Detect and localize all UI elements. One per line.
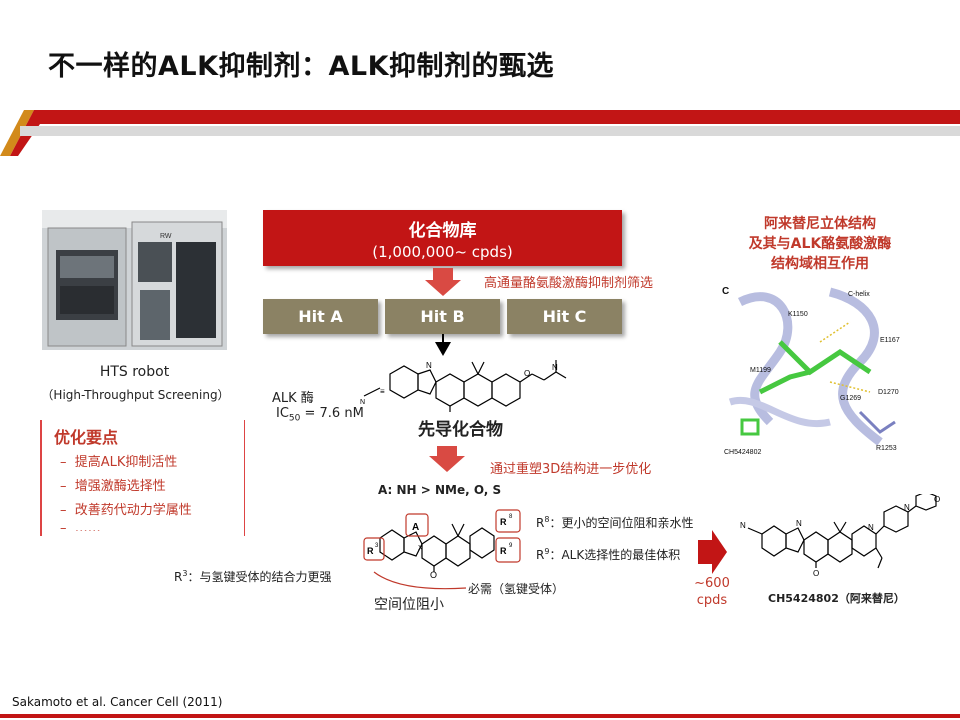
svg-text:R: R xyxy=(500,546,507,556)
compound-library-box: 化合物库 (1,000,000~ cpds) xyxy=(263,210,622,266)
svg-text:N: N xyxy=(904,503,910,512)
header-band xyxy=(0,110,960,156)
svg-text:R1253: R1253 xyxy=(876,445,897,452)
svg-text:N: N xyxy=(868,523,874,532)
svg-text:9: 9 xyxy=(509,543,513,549)
lead-compound-structure: ≡ N N O N xyxy=(360,360,567,412)
svg-text:R: R xyxy=(367,546,374,556)
library-subtitle: (1,000,000~ cpds) xyxy=(372,243,513,261)
hts-robot-photo: RW xyxy=(42,210,227,350)
svg-text:RW: RW xyxy=(160,233,172,240)
svg-text:N: N xyxy=(740,521,746,530)
optimization-item: – 提高ALK抑制活性 xyxy=(60,455,178,470)
structure-title: 阿来替尼立体结构 及其与ALK酪氨酸激酶 结构域相互作用 xyxy=(748,216,892,272)
optimize-note: 通过重塑3D结构进一步优化 xyxy=(490,462,652,477)
svg-text:O: O xyxy=(934,495,940,504)
right-arrow-icon xyxy=(698,530,727,574)
protein-structure-image: C K1150 C-helix E1167 M1199 G1269 D1270 … xyxy=(720,282,910,462)
required-note: 必需（氢键受体） xyxy=(468,582,565,596)
svg-text:K1150: K1150 xyxy=(788,311,808,318)
svg-text:N: N xyxy=(552,363,558,372)
alk-enzyme-label: ALK 酶 xyxy=(272,391,314,406)
svg-text:E1167: E1167 xyxy=(880,337,900,344)
robot-label: HTS robot xyxy=(99,364,170,380)
hit-c-box: Hit C xyxy=(507,299,622,334)
svg-text:3: 3 xyxy=(375,543,379,549)
svg-text:X: X xyxy=(418,545,423,552)
svg-text:O: O xyxy=(813,569,819,578)
ic50-value: IC50 = 7.6 nM xyxy=(276,406,364,424)
optimization-panel xyxy=(40,420,245,536)
svg-text:N: N xyxy=(796,519,802,528)
svg-text:C: C xyxy=(722,286,729,297)
r9-note: R9：ALK选择性的最佳体积 xyxy=(536,547,681,562)
svg-text:A: A xyxy=(412,522,419,533)
steric-note: 空间位阻小 xyxy=(374,597,444,613)
page-title: 不一样的ALK抑制剂：ALK抑制剂的甄选 xyxy=(48,51,555,82)
hit-b-box: Hit B xyxy=(385,299,500,334)
optimization-item: – 改善药代动力学属性 xyxy=(60,503,192,518)
optimization-item: – 增强激酶选择性 xyxy=(60,479,166,494)
down-arrow-icon xyxy=(425,268,461,296)
optimization-title: 优化要点 xyxy=(54,428,119,447)
svg-text:R: R xyxy=(500,517,507,527)
svg-text:G1269: G1269 xyxy=(840,395,861,402)
lead-compound-title: 先导化合物 xyxy=(418,420,503,440)
optimization-item: – …… xyxy=(60,521,101,531)
svg-text:CH5424802: CH5424802 xyxy=(724,449,761,456)
citation: Sakamoto et al. Cancer Cell (2011) xyxy=(12,695,223,709)
svg-text:≡: ≡ xyxy=(380,387,385,396)
screening-note: 高通量酪氨酸激酶抑制剂筛选 xyxy=(484,276,654,291)
library-title: 化合物库 xyxy=(408,221,477,241)
svg-text:O: O xyxy=(430,570,437,578)
cpds-count: ~600 xyxy=(694,576,730,591)
final-compound-name: CH5424802（阿来替尼） xyxy=(768,592,905,605)
sar-scaffold-structure: A R 3 R 8 R 9 O X xyxy=(363,509,521,578)
svg-text:N: N xyxy=(426,361,432,370)
svg-text:N: N xyxy=(360,399,365,406)
svg-text:D1270: D1270 xyxy=(878,389,899,396)
hit-a-box: Hit A xyxy=(263,299,378,334)
footer-band xyxy=(0,714,960,718)
svg-text:M1199: M1199 xyxy=(750,367,771,374)
svg-text:C-helix: C-helix xyxy=(848,291,870,298)
alectinib-structure: N N O N N O xyxy=(740,494,940,578)
r3-note: R3：与氢键受体的结合力更强 xyxy=(174,569,332,584)
cpds-unit: cpds xyxy=(696,593,728,608)
a-rule: A: NH > NMe, O, S xyxy=(378,483,502,497)
black-arrow-icon xyxy=(435,334,451,356)
down-arrow-icon xyxy=(429,446,465,472)
r8-note: R8：更小的空间位阻和亲水性 xyxy=(536,515,694,530)
robot-sublabel: （High-Throughput Screening） xyxy=(41,388,230,402)
svg-text:O: O xyxy=(524,369,530,378)
svg-text:8: 8 xyxy=(509,514,513,520)
required-connector xyxy=(373,571,467,590)
